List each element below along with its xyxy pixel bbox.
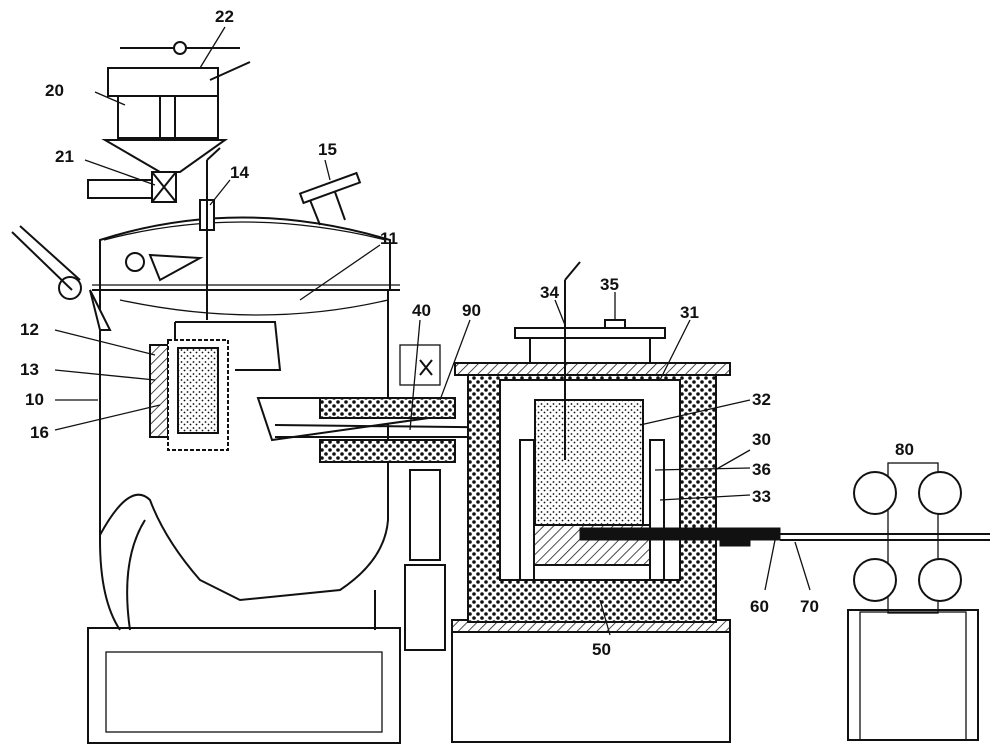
furnace-30 xyxy=(451,261,990,743)
label-14: 14 xyxy=(230,163,249,182)
label-12: 12 xyxy=(20,320,39,339)
label-15: 15 xyxy=(318,140,337,159)
label-16: 16 xyxy=(30,423,49,442)
transfer-channel-40 xyxy=(256,344,546,651)
label-33: 33 xyxy=(752,487,771,506)
label-11: 11 xyxy=(380,229,398,248)
induction-crucible-12 xyxy=(149,321,282,451)
label-31: 31 xyxy=(680,303,699,322)
label-10: 10 xyxy=(25,390,44,409)
label-30: 30 xyxy=(752,430,771,449)
label-20: 20 xyxy=(45,81,64,100)
label-40: 40 xyxy=(412,301,431,320)
label-32: 32 xyxy=(752,390,771,409)
leader-lines xyxy=(54,26,811,636)
label-70: 70 xyxy=(800,597,819,616)
feeder-hopper-20 xyxy=(87,41,251,203)
label-22: 22 xyxy=(215,7,234,26)
label-90: 90 xyxy=(462,301,481,320)
withdrawal-rollers-80 xyxy=(847,462,979,741)
label-50: 50 xyxy=(592,640,611,659)
label-13: 13 xyxy=(20,360,39,379)
vacuum-vessel-10 xyxy=(11,147,401,744)
label-36: 36 xyxy=(752,460,771,479)
label-80: 80 xyxy=(895,440,914,459)
label-34: 34 xyxy=(540,283,559,302)
label-21: 21 xyxy=(55,147,74,166)
reference-numerals: 22 20 21 14 15 11 12 13 10 16 40 90 34 3… xyxy=(20,7,914,659)
label-35: 35 xyxy=(600,275,619,294)
label-60: 60 xyxy=(750,597,769,616)
